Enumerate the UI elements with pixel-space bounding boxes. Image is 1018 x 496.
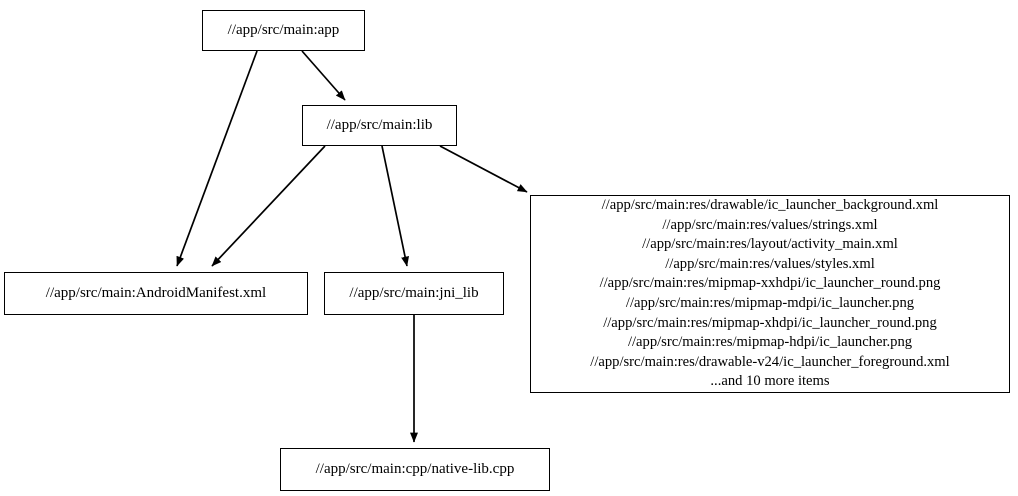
node-native-lib-cpp[interactable]: //app/src/main:cpp/native-lib.cpp [280, 448, 550, 491]
node-resources-label: //app/src/main:res/drawable/ic_launcher_… [590, 197, 950, 390]
edge-app-to-lib [301, 50, 346, 101]
node-jni-lib[interactable]: //app/src/main:jni_lib [324, 272, 504, 315]
node-lib[interactable]: //app/src/main:lib [302, 105, 457, 146]
node-resources[interactable]: //app/src/main:res/drawable/ic_launcher_… [530, 195, 1010, 393]
node-android-manifest[interactable]: //app/src/main:AndroidManifest.xml [4, 272, 308, 315]
edge-lib-to-jni_lib [381, 145, 409, 267]
node-lib-label: //app/src/main:lib [326, 117, 433, 133]
edge-app-to-manifest [176, 50, 258, 267]
edge-lib-to-manifest [211, 145, 326, 267]
edge-lib-to-resources [439, 145, 528, 193]
node-jni-lib-label: //app/src/main:jni_lib [349, 285, 479, 301]
node-app-label: //app/src/main:app [227, 22, 340, 38]
node-app[interactable]: //app/src/main:app [202, 10, 365, 51]
node-native-lib-cpp-label: //app/src/main:cpp/native-lib.cpp [315, 461, 515, 477]
node-android-manifest-label: //app/src/main:AndroidManifest.xml [45, 285, 267, 301]
